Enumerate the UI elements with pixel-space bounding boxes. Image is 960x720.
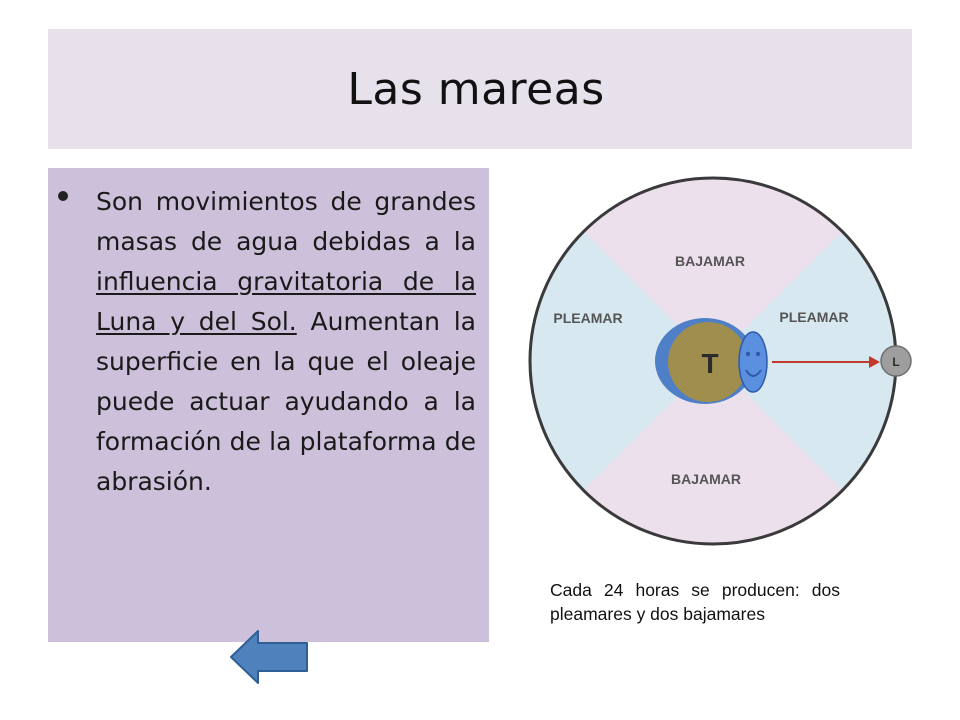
content-box: Son movimientos de grandes masas de agua… (48, 168, 489, 642)
bullet-text: Son movimientos de grandes masas de agua… (96, 182, 476, 502)
bullet-text-part2: Aumentan la superficie en la que el olea… (96, 307, 476, 496)
diagram-caption: Cada 24 horas se producen: dos pleamares… (550, 580, 840, 624)
moon-label: L (892, 355, 899, 369)
smiley-eye-right (755, 351, 761, 357)
earth-label: T (701, 348, 718, 379)
bullet-text-part1: Son movimientos de grandes masas de agua… (96, 187, 476, 256)
slide-title: Las mareas (347, 63, 605, 115)
label-bajamar-top: BAJAMAR (675, 253, 745, 269)
smiley-mouth (745, 369, 762, 377)
left-arrow-icon[interactable] (228, 628, 310, 686)
title-band: Las mareas (48, 29, 912, 149)
bajamar-zone-top (530, 178, 896, 361)
smiley-face-icon (738, 331, 768, 393)
label-bajamar-bottom: BAJAMAR (671, 471, 741, 487)
bajamar-zone-bottom (530, 361, 896, 544)
tides-diagram: BAJAMAR BAJAMAR PLEAMAR PLEAMAR T L (528, 176, 912, 546)
bullet-text-underlined: influencia gravitatoria de la Luna y del… (96, 267, 476, 336)
earth (668, 322, 748, 402)
bullet-dot (58, 191, 68, 201)
label-pleamar-right: PLEAMAR (779, 309, 848, 325)
gravity-arrow-head (869, 356, 880, 368)
smiley-eye-left (745, 351, 751, 357)
label-pleamar-left: PLEAMAR (553, 310, 622, 326)
moon (880, 345, 912, 377)
back-button-shape[interactable] (230, 630, 308, 684)
